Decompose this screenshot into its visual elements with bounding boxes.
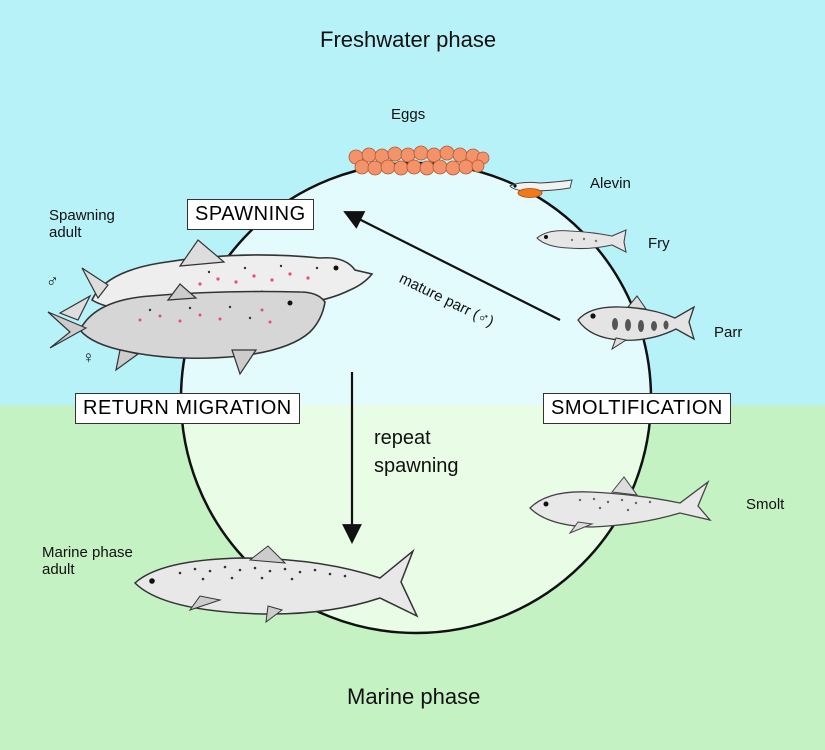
alevin-icon [509, 179, 573, 198]
eggs-label: Eggs [391, 106, 426, 123]
mature-parr-arrow [343, 211, 561, 321]
smolt-icon [529, 476, 712, 535]
male-symbol: ♂ [46, 272, 59, 291]
repeat-spawning-label: repeat spawning [374, 427, 459, 477]
parr-label: Parr [714, 324, 743, 341]
smoltification-box: SMOLTIFICATION [543, 393, 731, 424]
parr-icon [577, 295, 696, 351]
smolt-label: Smolt [746, 496, 785, 513]
spawning-adult-label: Spawning adult [49, 207, 115, 242]
fry-icon [536, 229, 627, 253]
marine-adult-fish-icon [133, 545, 419, 624]
return-migration-box: RETURN MIGRATION [75, 393, 300, 424]
freshwater-phase-label: Freshwater phase [320, 27, 497, 52]
marine-phase-label: Marine phase [347, 684, 481, 709]
spawning-female-fish-icon [47, 283, 326, 376]
spawning-box: SPAWNING [187, 199, 314, 230]
marine-adult-label: Marine phase adult [42, 544, 133, 579]
alevin-label: Alevin [590, 175, 631, 192]
female-symbol: ♀ [82, 348, 95, 367]
fry-label: Fry [648, 235, 670, 252]
eggs-icon [348, 145, 490, 176]
